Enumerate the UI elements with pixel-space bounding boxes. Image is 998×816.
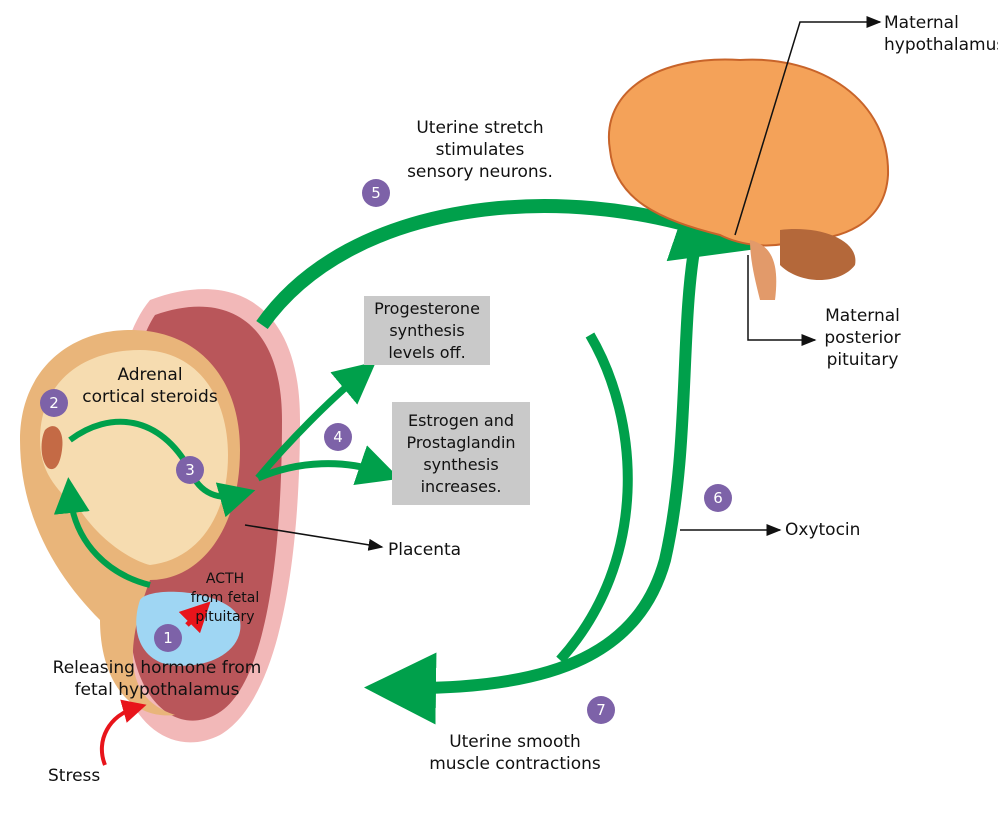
acth-label: ACTH from fetal pituitary: [190, 571, 260, 625]
step-2-badge: 2: [40, 389, 68, 417]
contractions-label: Uterine smooth muscle contractions: [429, 732, 601, 774]
adrenal-label: Adrenal cortical steroids: [82, 365, 218, 407]
brain: [607, 58, 890, 247]
estrogen-box: Estrogen and Prostaglandin synthesis inc…: [392, 402, 530, 505]
step-5-badge: 5: [362, 179, 390, 207]
releasing-hormone-label: Releasing hormone from fetal hypothalamu…: [52, 658, 262, 700]
stress-arrow: [99, 699, 147, 766]
oxytocin-arrow: [364, 243, 701, 725]
stretch-arrow: [256, 181, 760, 330]
step-7-badge: 7: [587, 696, 615, 724]
placenta-label: Placenta: [388, 540, 462, 560]
step-3-badge: 3: [176, 456, 204, 484]
cerebellum: [780, 229, 856, 280]
step-6-badge: 6: [704, 484, 732, 512]
posterior-pituitary-label: Maternal posterior pituitary: [824, 306, 901, 370]
releasing-arrow: [178, 601, 211, 634]
adrenal-gland: [41, 426, 63, 470]
oxytocin-label: Oxytocin: [785, 520, 861, 540]
estrogen-arrow: [256, 445, 400, 486]
progesterone-arrow: [255, 361, 377, 481]
uterine-stretch-label: Uterine stretch stimulates sensory neuro…: [407, 118, 553, 182]
progesterone-box: Progesterone synthesis levels off.: [364, 296, 490, 365]
contraction-arrow: [556, 332, 633, 664]
step-1-badge: 1: [154, 624, 182, 652]
brainstem: [750, 240, 777, 300]
maternal-hypothalamus-label: Maternal hypothalamus: [884, 13, 998, 55]
acth-arrow: [53, 477, 151, 588]
step-4-badge: 4: [324, 423, 352, 451]
stress-label: Stress: [48, 766, 101, 786]
